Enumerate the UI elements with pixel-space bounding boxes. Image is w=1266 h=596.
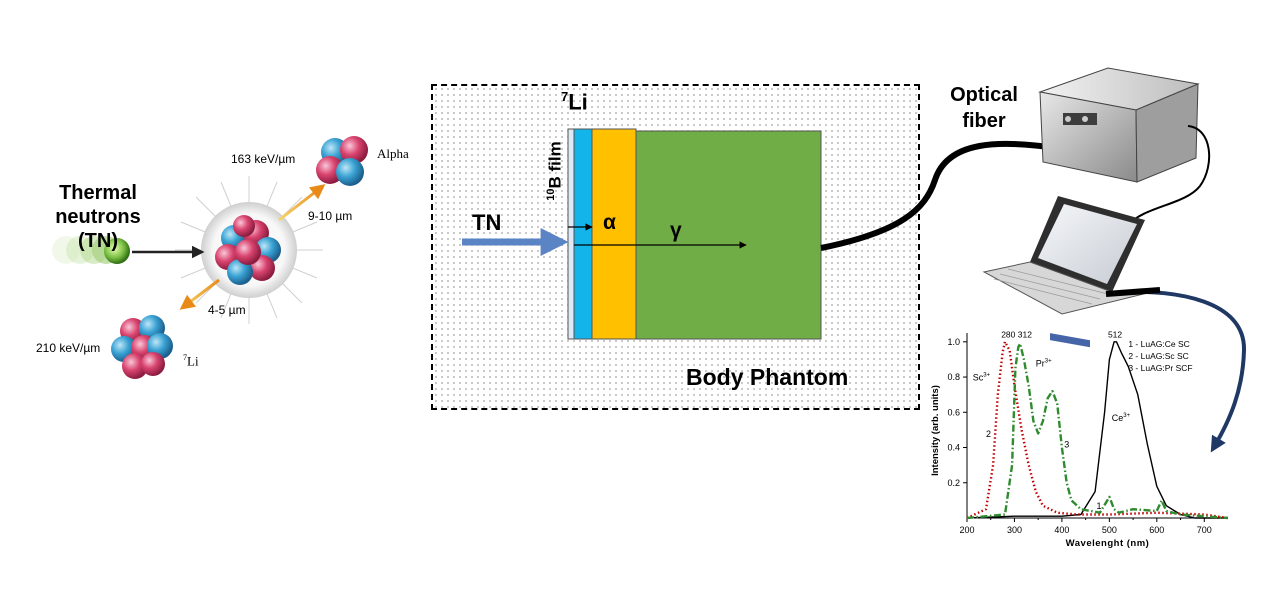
alpha-range-label: 9-10 µm bbox=[308, 209, 353, 223]
x-tick-label: 500 bbox=[1102, 525, 1117, 535]
x-tick-label: 300 bbox=[1007, 525, 1022, 535]
optical-fiber-label: Optical fiber bbox=[950, 84, 1018, 132]
y-tick-label: 0.6 bbox=[947, 407, 960, 417]
alpha-label: Alpha bbox=[377, 146, 409, 161]
ion-symbol: Pr bbox=[1036, 358, 1045, 368]
legend-entry: 3 - LuAG:Pr SCF bbox=[1128, 363, 1192, 373]
x-tick-label: 400 bbox=[1054, 525, 1069, 535]
neutron-ball bbox=[104, 238, 130, 264]
y-tick-label: 0.2 bbox=[947, 478, 960, 488]
y-axis-title: Intensity (arb. units) bbox=[930, 385, 941, 476]
curve-number-label: 3 bbox=[1064, 440, 1069, 450]
alpha-symbol: α bbox=[603, 211, 616, 234]
ion-label: Pr3+ bbox=[1036, 358, 1052, 368]
usb-cable bbox=[1127, 125, 1211, 226]
li7-mass: 7 bbox=[561, 89, 569, 104]
peak-label: 312 bbox=[1018, 329, 1032, 339]
li-nucleus-element: Li bbox=[187, 353, 199, 369]
phantom-block bbox=[635, 130, 822, 340]
y-tick-label: 1.0 bbox=[947, 337, 960, 347]
alpha-let-label: 163 keV/µm bbox=[231, 152, 296, 166]
li-arrow bbox=[179, 278, 220, 310]
gamma-symbol: γ bbox=[670, 219, 682, 242]
laptop-port-cable bbox=[1105, 287, 1161, 297]
tn-label: TN bbox=[472, 210, 502, 235]
curve-number-label: 2 bbox=[986, 429, 991, 439]
li7-label: 7Li bbox=[561, 89, 588, 115]
curve-number-label: 1 bbox=[1097, 501, 1102, 511]
li-nucleus-label: 7Li bbox=[183, 353, 199, 369]
x-tick-label: 600 bbox=[1149, 525, 1164, 535]
li-let-label: 210 keV/µm bbox=[36, 341, 101, 355]
li7-element: Li bbox=[568, 89, 588, 115]
legend-entry: 2 - LuAG:Sc SC bbox=[1128, 351, 1188, 361]
thermal-neutrons-label: Thermal neutrons (TN) bbox=[55, 182, 141, 252]
alpha-particle bbox=[316, 136, 368, 186]
ion-charge: 3+ bbox=[1045, 358, 1052, 364]
ion-label: Sc3+ bbox=[973, 373, 991, 383]
boron-nucleus bbox=[215, 215, 281, 285]
series-2-line bbox=[966, 340, 1229, 520]
ion-symbol: Sc bbox=[973, 373, 984, 383]
x-tick-label: 200 bbox=[959, 525, 974, 535]
output-arrow bbox=[1123, 289, 1247, 453]
chart-series bbox=[966, 340, 1229, 520]
x-tick-label: 700 bbox=[1197, 525, 1212, 535]
emission-spectrum-chart: 200 300 400 500 600 700 0.2 0.4 0.6 0.8 1.0 Wavele… bbox=[930, 329, 1229, 549]
alpha-layer bbox=[591, 128, 637, 340]
lithium-nucleus bbox=[111, 315, 173, 379]
series-3-line bbox=[966, 342, 1229, 520]
optical-fiber-cable bbox=[820, 140, 1058, 251]
spectrometer bbox=[1038, 67, 1200, 348]
ion-charge: 3+ bbox=[983, 373, 990, 379]
laptop bbox=[982, 196, 1161, 315]
phantom-layers bbox=[462, 128, 822, 340]
peak-label: 280 bbox=[1001, 329, 1015, 339]
chart-labels: Wavelenght (nm) Intensity (arb. units) 280… bbox=[930, 329, 1193, 549]
peak-label: 512 bbox=[1108, 329, 1122, 339]
li-nucleus-mass: 7 bbox=[183, 353, 187, 362]
x-axis-title: Wavelenght (nm) bbox=[1066, 538, 1150, 549]
ion-symbol: Ce bbox=[1112, 413, 1124, 423]
alpha-arrow bbox=[278, 184, 326, 222]
chart-axes: 200 300 400 500 600 700 0.2 0.4 0.6 0.8 1.0 bbox=[947, 333, 1228, 535]
y-tick-label: 0.8 bbox=[947, 372, 960, 382]
ion-charge: 3+ bbox=[1123, 413, 1130, 419]
li-range-label: 4-5 µm bbox=[208, 303, 246, 317]
legend-entry: 1 - LuAG:Ce SC bbox=[1128, 339, 1189, 349]
series-1-line bbox=[966, 341, 1228, 519]
ion-label: Ce3+ bbox=[1112, 413, 1131, 423]
y-tick-label: 0.4 bbox=[947, 443, 960, 453]
neutron-capture-illustration bbox=[52, 136, 368, 379]
body-phantom-label: Body Phantom bbox=[686, 364, 849, 390]
